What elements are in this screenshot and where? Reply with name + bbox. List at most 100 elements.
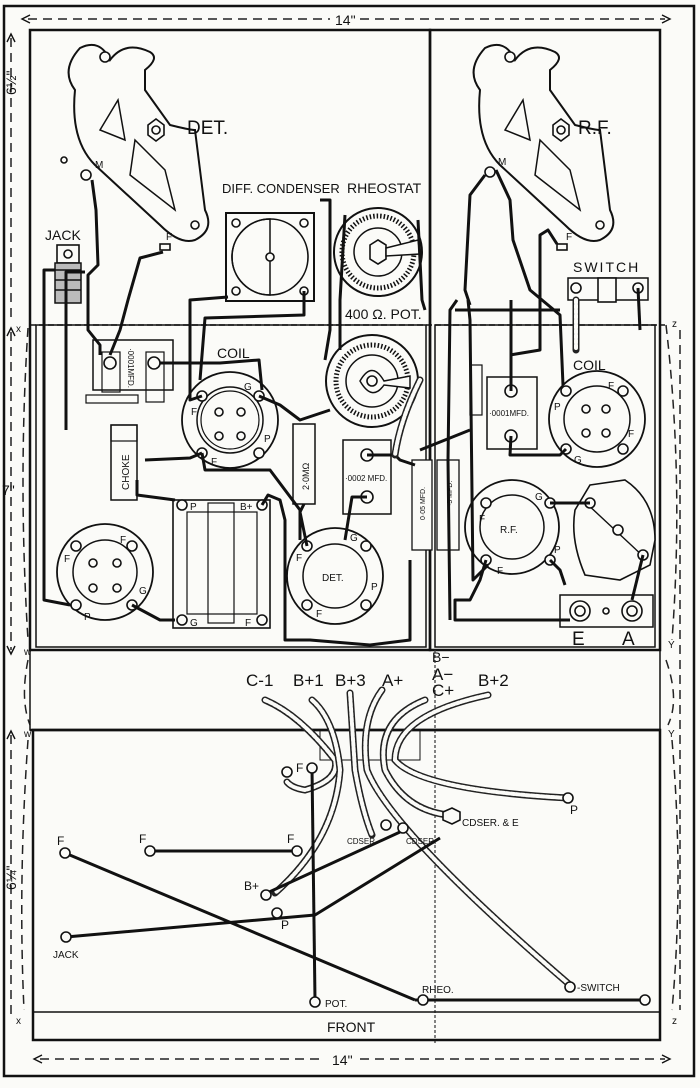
rheostat-label: RHEOSTAT — [347, 180, 422, 196]
term-p-right — [562, 792, 574, 804]
bottom-label-bplus: B+ — [244, 879, 259, 893]
term-f-left — [59, 847, 71, 859]
coil-det-f2: F — [211, 457, 217, 468]
det-valve-holder: DET. F G P F — [286, 527, 384, 625]
outer-frame — [2, 4, 696, 1078]
dimension-left-top-label: 6½" — [3, 71, 19, 95]
det-valve-label: DET. — [322, 573, 344, 584]
term-bplus — [260, 889, 272, 901]
transformer-bplus: B+ — [240, 502, 253, 513]
rf-dial-f-label: F — [566, 232, 572, 243]
wiring-top — [42, 169, 645, 647]
rf-valve-f1: F — [479, 514, 485, 525]
cap-0001-det: ·0001MFD. — [85, 339, 174, 404]
bottom-label-switch: -SWITCH — [577, 983, 620, 994]
coil-det: COIL F G P F — [181, 345, 279, 469]
term-cdser1 — [380, 819, 392, 831]
term-f-top2 — [281, 766, 293, 778]
dimension-left: 6½" 7" 6¼" — [2, 32, 31, 1020]
switch-label: SWITCH — [573, 259, 640, 275]
front-label: FRONT — [327, 1019, 376, 1035]
marker-z-top: z — [672, 319, 677, 330]
coil-rf: COIL P F F G — [548, 357, 646, 468]
det-dial-bracket: M F — [60, 44, 210, 251]
diff-condenser-label: DIFF. CONDENSER — [222, 181, 340, 196]
marker-w-top: w — [23, 647, 32, 658]
transformer-f: F — [245, 618, 251, 629]
lead-a-minus: A− — [432, 665, 453, 684]
bottom-label-f-top: F — [296, 761, 303, 775]
rf-valve-holder: R.F. F G P F — [464, 479, 561, 577]
section-det-label: DET. — [187, 118, 228, 139]
top-panel: M F DET. M F R.F. JACK — [28, 28, 665, 652]
term-f-right — [291, 845, 303, 857]
det-valve-f1: F — [296, 553, 302, 564]
neutralising-condenser — [572, 479, 656, 581]
marker-x-top: x — [16, 324, 21, 335]
marker-y-top: Y — [668, 640, 675, 651]
pot-label: 400 Ω. POT. — [345, 306, 422, 322]
term-jack — [60, 931, 72, 943]
det-valve-g: G — [350, 533, 358, 544]
marker-w-bottom: w — [23, 729, 32, 740]
det-dial-f-label: F — [166, 232, 172, 243]
term-cdser2 — [397, 822, 409, 834]
cap-005-label: 0·05 MFD. — [420, 487, 427, 520]
marker-y-bottom: Y — [668, 729, 675, 740]
bottom-label-cdser2: CDSER. — [406, 837, 436, 846]
term-f-top — [306, 762, 318, 774]
term-switch-2 — [639, 994, 651, 1006]
coil-rf-p: P — [554, 402, 561, 413]
term-f-mid — [144, 845, 156, 857]
coil-rf-f2: F — [628, 429, 634, 440]
rf-valve-p: P — [554, 545, 561, 556]
coil-rf-label: COIL — [573, 357, 606, 373]
af-valve-holder: F F P G — [56, 523, 154, 623]
af-valve-f1: F — [64, 554, 70, 565]
af-valve-f2: F — [120, 535, 126, 546]
dimension-left-bottom-label: 6¼" — [3, 866, 19, 890]
jack-component: JACK — [45, 227, 82, 304]
bottom-panel: FRONT — [31, 686, 662, 1042]
marker-x-bottom: x — [16, 1016, 21, 1027]
diff-condenser-component: DIFF. CONDENSER — [222, 181, 340, 302]
grid-leak-label: 2·0MΩ — [301, 462, 311, 490]
det-valve-p: P — [371, 582, 378, 593]
bottom-label-f-right: F — [287, 832, 294, 846]
lead-b-plus-3: B+3 — [335, 671, 366, 690]
bottom-label-jack: JACK — [53, 950, 79, 961]
rf-dial-m-label: M — [498, 157, 506, 168]
rf-valve-g: G — [535, 492, 543, 503]
det-dial-m-label: M — [95, 160, 103, 171]
term-rheo — [417, 994, 429, 1006]
rheostat-component: RHEOSTAT — [333, 180, 423, 297]
lead-b-plus-2: B+2 — [478, 671, 509, 690]
wiring-bottom — [64, 767, 645, 1002]
jack-label: JACK — [45, 227, 81, 243]
rf-valve-label: R.F. — [500, 525, 518, 536]
af-valve-g: G — [139, 586, 147, 597]
bottom-label-cdser-e: CDSER. & E — [462, 818, 519, 829]
terminal-a-label: A — [622, 629, 635, 650]
lead-b-minus: B− — [432, 649, 450, 665]
cap-5-label: ·5 MFD. — [447, 481, 454, 506]
bottom-label-p-right: P — [570, 803, 578, 817]
aerial-earth-terminals: E A — [559, 594, 654, 650]
lead-c-plus: C+ — [432, 681, 454, 700]
coil-det-p: P — [264, 434, 271, 445]
terminal-e-label: E — [572, 629, 585, 650]
term-p — [271, 907, 283, 919]
bottom-label-cdser1: CDSER. — [347, 837, 377, 846]
det-valve-f2: F — [316, 609, 322, 620]
transformer-p: P — [190, 502, 197, 513]
dimension-bottom-label: 14" — [332, 1052, 353, 1068]
dimension-right — [665, 324, 681, 1011]
choke-component: CHOKE — [110, 424, 138, 501]
af-valve-p: P — [84, 612, 91, 623]
bottom-label-pot: POT. — [325, 999, 347, 1010]
cap-005: 0·05 MFD. — [411, 459, 433, 551]
coil-rf-f1: F — [608, 381, 614, 392]
term-pot — [309, 996, 321, 1008]
switch-component: SWITCH — [567, 259, 649, 303]
